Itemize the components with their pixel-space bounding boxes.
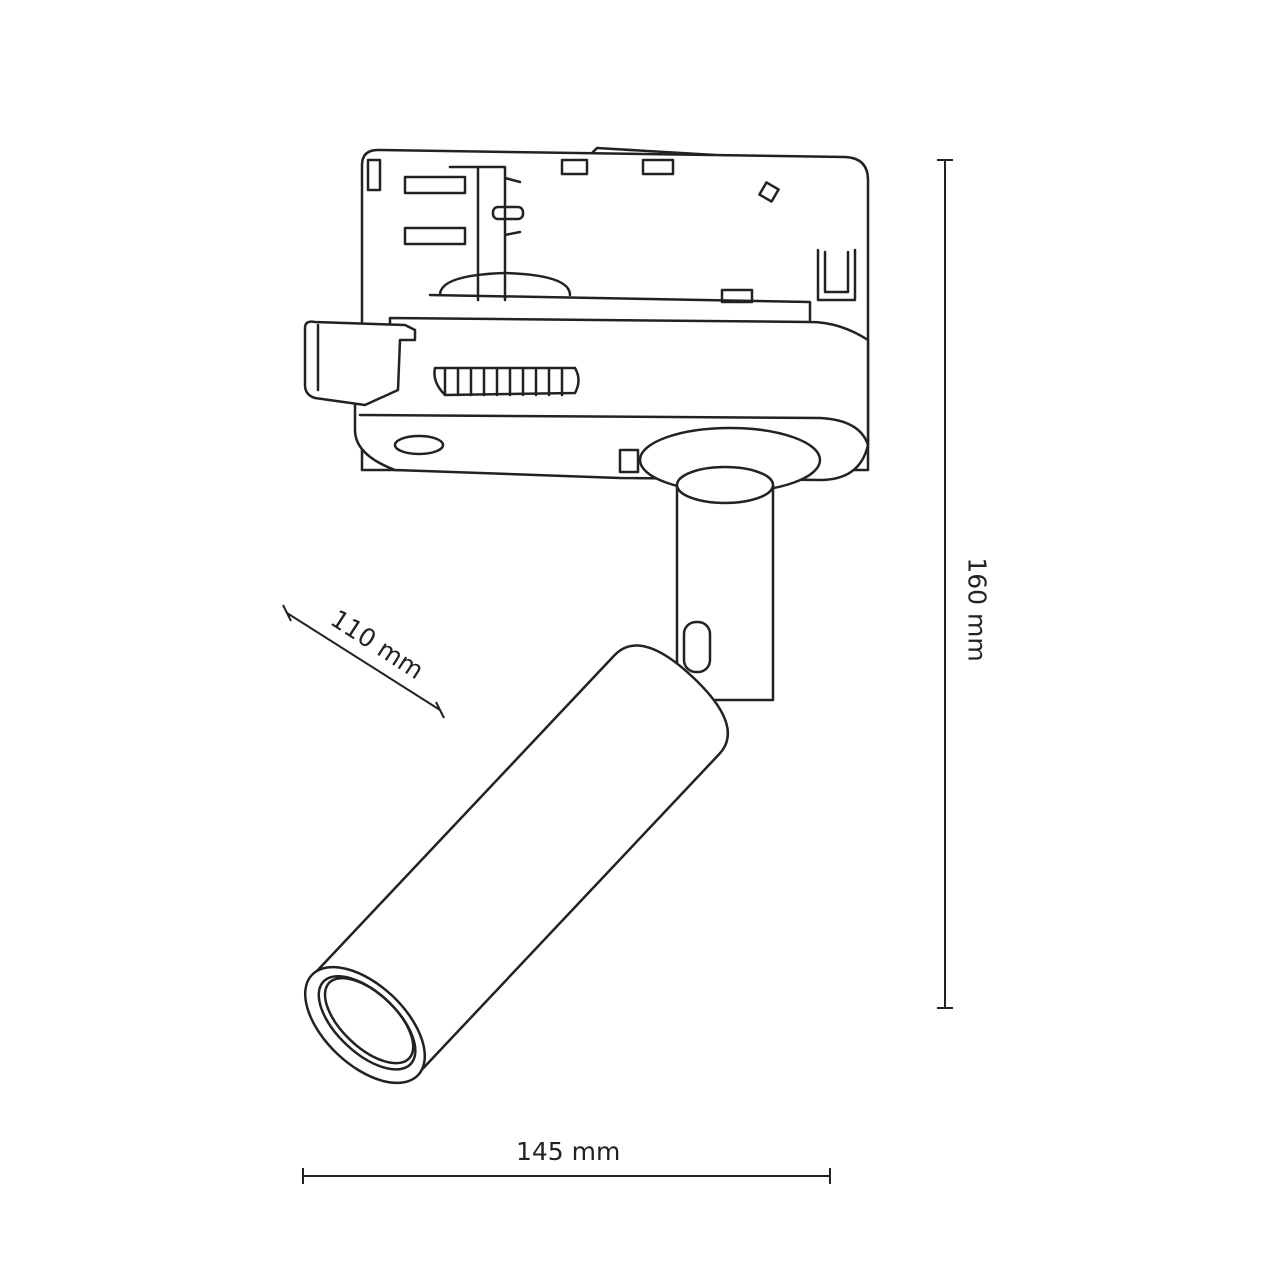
- adjustment-wheel: [433, 366, 580, 397]
- locking-lever: [303, 320, 417, 407]
- spotlight-tube: [303, 644, 729, 1085]
- height-label: 160 mm: [962, 557, 992, 662]
- height-dimension-line: [937, 159, 953, 1009]
- depth-dimension-line: [282, 604, 445, 719]
- width-label: 145 mm: [516, 1137, 621, 1166]
- width-dimension-line: [302, 1168, 831, 1184]
